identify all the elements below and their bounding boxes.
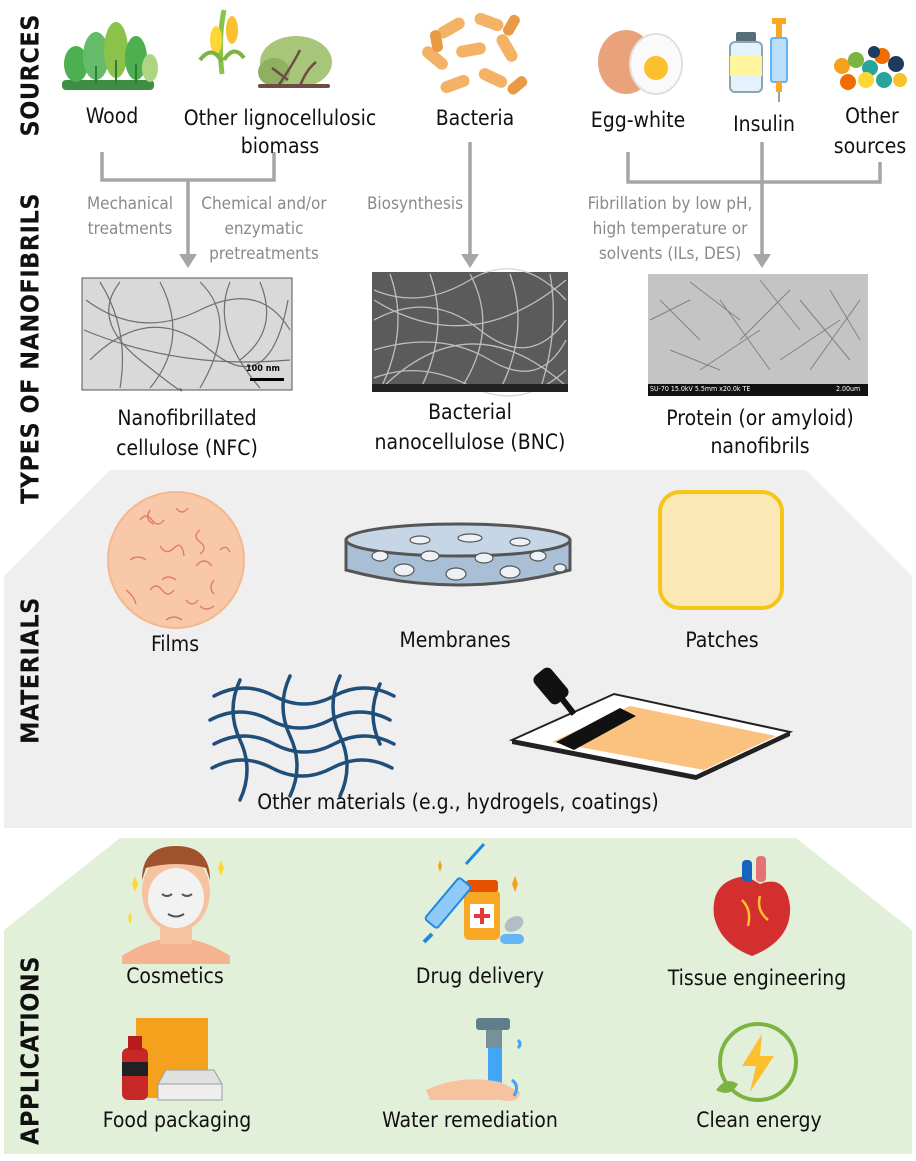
coating-icon	[508, 667, 794, 780]
trees-icon	[62, 22, 158, 90]
egg-icon	[598, 30, 683, 95]
process-fibrillation-line3: solvents (ILs, DES)	[598, 244, 742, 264]
water-tap-icon	[426, 1018, 522, 1101]
type-nfc-line1: Nanofibrillated	[117, 406, 257, 430]
application-water-remediation: Water remediation	[382, 1108, 558, 1132]
biomass-icon	[198, 9, 332, 88]
membrane-icon	[344, 522, 572, 587]
nfc-micrograph	[81, 277, 293, 392]
section-applications: APPLICATIONS	[15, 956, 45, 1145]
type-protein-line2: nanofibrils	[710, 434, 810, 458]
source-egg-white: Egg-white	[590, 108, 686, 132]
process-fibrillation-line1: Fibrillation by low pH,	[587, 194, 753, 214]
application-tissue-engineering: Tissue engineering	[667, 966, 847, 990]
source-wood: Wood	[85, 104, 139, 128]
process-mechanical-line2: treatments	[87, 219, 173, 239]
bacteria-icon	[422, 12, 528, 95]
source-lignocellulosic-line2: biomass	[240, 134, 320, 158]
patch-icon	[658, 490, 784, 610]
film-icon	[107, 491, 245, 629]
arrowhead-bnc	[461, 254, 479, 268]
arrowhead-protein	[753, 254, 771, 268]
material-membranes: Membranes	[399, 628, 511, 652]
arrowheads	[179, 254, 771, 268]
bnc-micrograph	[372, 268, 568, 397]
type-bnc-line1: Bacterial	[428, 400, 512, 424]
section-types: TYPES OF NANOFIBRILS	[15, 192, 45, 505]
type-bnc-line2: nanocellulose (BNC)	[374, 430, 566, 454]
source-other-line1: Other	[845, 104, 899, 128]
protein-scale-label: SU-70 15.0kV 5.5mm x20.0k TE	[650, 385, 751, 393]
process-chemical-line3: pretreatments	[209, 244, 319, 264]
application-food-packaging: Food packaging	[102, 1108, 252, 1132]
connector-proteins	[626, 152, 882, 184]
arrowhead-nfc	[179, 254, 197, 268]
nfc-scale-label: 100 nm	[246, 364, 280, 374]
insulin-icon	[729, 18, 788, 102]
face-mask-icon	[122, 846, 230, 964]
protein-micrograph	[648, 274, 868, 396]
drug-delivery-icon	[422, 842, 524, 944]
material-films: Films	[150, 632, 200, 656]
protein-scale-bar-label: 2.00um	[836, 385, 861, 393]
connectors	[100, 142, 882, 256]
type-nfc-line2: cellulose (NFC)	[116, 436, 258, 460]
food-packaging-icon	[122, 1018, 223, 1101]
applications-panel	[4, 838, 912, 1154]
material-patches: Patches	[685, 628, 759, 652]
application-cosmetics: Cosmetics	[126, 964, 224, 988]
section-sources: SOURCES	[15, 14, 45, 137]
application-drug-delivery: Drug delivery	[415, 964, 545, 988]
source-bacteria: Bacteria	[435, 106, 515, 130]
process-biosynthesis: Biosynthesis	[366, 194, 464, 214]
source-other-line2: sources	[833, 134, 907, 158]
process-chemical-line1: Chemical and/or	[201, 194, 327, 214]
clean-energy-icon	[716, 1022, 798, 1102]
source-insulin: Insulin	[733, 112, 795, 136]
hydrogel-icon	[208, 674, 396, 802]
section-materials: MATERIALS	[15, 597, 45, 744]
heart-icon	[713, 856, 791, 956]
material-other: Other materials (e.g., hydrogels, coatin…	[257, 790, 659, 814]
other-sources-icon	[834, 46, 907, 90]
process-fibrillation-line2: high temperature or	[592, 219, 748, 239]
process-mechanical-line1: Mechanical	[86, 194, 174, 214]
application-clean-energy: Clean energy	[696, 1108, 822, 1132]
source-lignocellulosic-line1: Other lignocellulosic	[183, 106, 377, 130]
process-chemical-line2: enzymatic	[224, 219, 304, 239]
type-protein-line1: Protein (or amyloid)	[666, 406, 854, 430]
